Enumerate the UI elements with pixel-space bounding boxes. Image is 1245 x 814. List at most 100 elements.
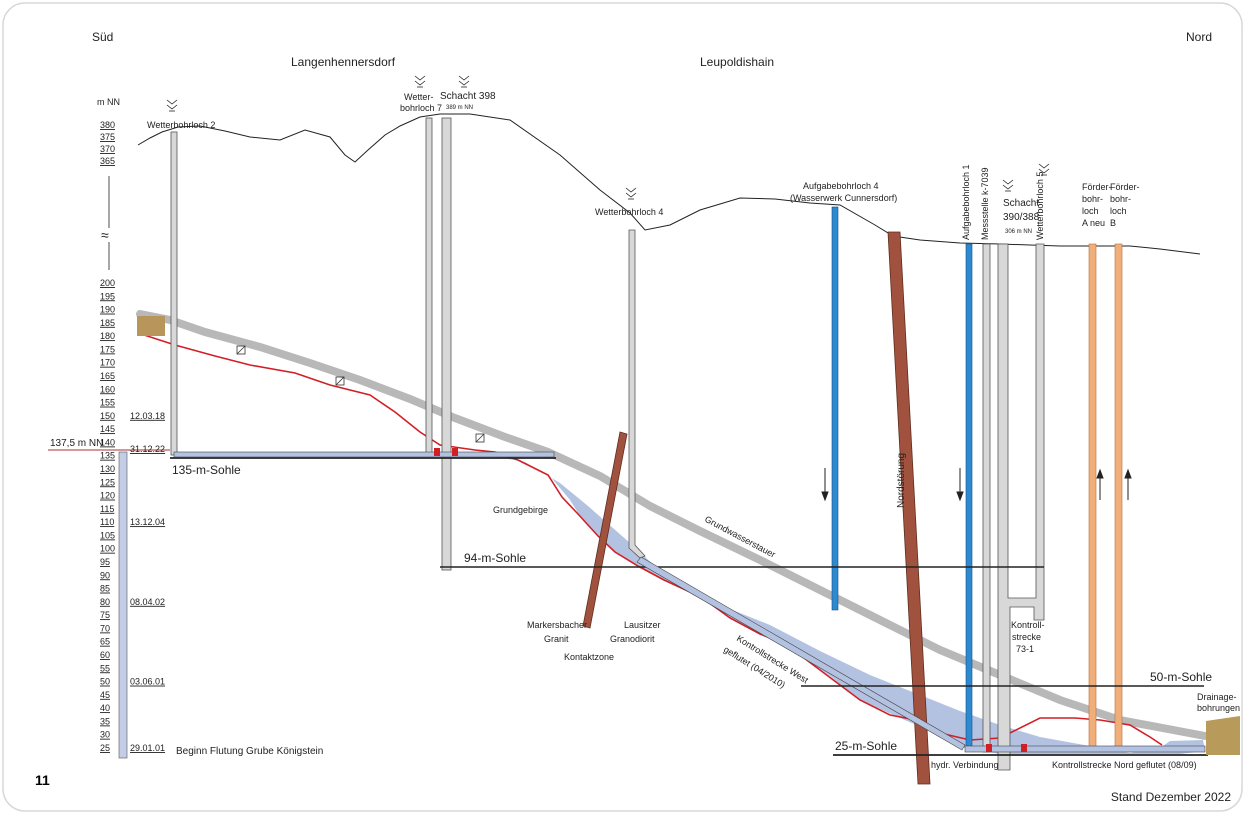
label-wetterbohrloch-2: Wetterbohrloch 2 <box>147 120 215 130</box>
label-aufgabebohrloch-1: Aufgabebohrloch 1 <box>961 164 971 240</box>
flood-date-08.04.02: 08.04.02 <box>130 597 165 607</box>
label-wetterbohrloch-5: Wetterbohrloch 5 <box>1035 172 1045 240</box>
label-kontrollstrecke-73-c: 73-1 <box>1016 644 1034 654</box>
label-grundgebirge: Grundgebirge <box>493 505 548 515</box>
axis-tick-40: 40 <box>100 703 110 713</box>
dam-1 <box>434 448 440 456</box>
wetterbohrloch-4-shaft <box>628 229 646 559</box>
axis-tick-70: 70 <box>100 623 110 633</box>
axis-tick-185: 185 <box>100 318 115 328</box>
flow-arrow-down-2 <box>956 468 964 502</box>
axis-tick-labels: 3803753703652001951901851801751701651601… <box>100 120 115 753</box>
chevron-icon-4 <box>1002 179 1014 192</box>
axis-break-mask <box>100 228 118 242</box>
axis-tick-105: 105 <box>100 530 115 540</box>
label-sohle-94: 94-m-Sohle <box>464 551 526 565</box>
axis-tick-80: 80 <box>100 597 110 607</box>
label-schacht-398: Schacht 398 <box>440 91 496 102</box>
label-nordstoerung: Nordstörung <box>896 453 907 508</box>
axis-tick-35: 35 <box>100 716 110 726</box>
flood-level-gauge <box>118 451 128 759</box>
axis-tick-380: 380 <box>100 120 115 130</box>
chevron-icon-0 <box>166 99 178 112</box>
axis-tick-50: 50 <box>100 677 110 687</box>
foerderbohrloch-b-well <box>1114 243 1123 749</box>
label-schacht-390-b: 390/388 <box>1003 212 1040 223</box>
label-foerderbohrloch-a: Förder-bohr-loch A neu <box>1082 182 1112 228</box>
wetterbohrloch-7-shaft <box>425 117 433 454</box>
axis-tick-170: 170 <box>100 358 115 368</box>
axis-tick-55: 55 <box>100 663 110 673</box>
label-wetterbohrloch-7-b: bohrloch 7 <box>400 103 442 113</box>
label-sohle-135: 135-m-Sohle <box>172 463 241 477</box>
wetterbohrloch-2-shaft <box>170 131 178 456</box>
label-messstelle: Messstelle k-7039 <box>980 167 990 240</box>
foerderA-line-1: bohr- <box>1082 194 1103 204</box>
axis-tick-195: 195 <box>100 291 115 301</box>
flood-date-labels: 12.03.1831.12.2213.12.0408.04.0203.06.01… <box>130 411 165 753</box>
south-label: Süd <box>92 30 113 44</box>
axis-tick-85: 85 <box>100 584 110 594</box>
axis-tick-180: 180 <box>100 331 115 341</box>
label-aufgabebohrloch-4-b: (Wasserwerk Cunnersdorf) <box>790 193 897 203</box>
flood-start-note: Beginn Flutung Grube Königstein <box>176 746 323 757</box>
label-sohle-50: 50-m-Sohle <box>1150 670 1212 684</box>
foerderA-line-3: A neu <box>1082 218 1105 228</box>
axis-tick-30: 30 <box>100 730 110 740</box>
axis-tick-135: 135 <box>100 451 115 461</box>
axis-tick-160: 160 <box>100 384 115 394</box>
axis-tick-175: 175 <box>100 344 115 354</box>
axis-tick-125: 125 <box>100 477 115 487</box>
label-wetterbohrloch-4: Wetterbohrloch 4 <box>595 207 663 217</box>
axis-tick-100: 100 <box>100 544 115 554</box>
aufgabebohrloch-4-well <box>831 206 839 611</box>
nordstoerung-fault <box>887 231 931 785</box>
label-kontrollstrecke-73-b: strecke <box>1012 632 1041 642</box>
foerderB-line-3: B <box>1110 218 1116 228</box>
axis-tick-370: 370 <box>100 144 115 154</box>
sandstone-sample-left <box>137 316 165 336</box>
axis-break-symbol: ≈ <box>101 227 109 243</box>
axis-tick-110: 110 <box>100 517 114 527</box>
flood-date-31.12.22: 31.12.22 <box>130 444 165 454</box>
highlight-level-label: 137,5 m NN <box>50 438 103 449</box>
kontaktzone-fault <box>582 431 628 629</box>
dam-3 <box>986 744 992 752</box>
label-schacht-390-elev: 306 m NN <box>1005 229 1032 235</box>
foerderA-line-0: Förder- <box>1082 182 1112 192</box>
axis-tick-45: 45 <box>100 690 110 700</box>
foerderB-line-2: loch <box>1110 206 1127 216</box>
label-wetterbohrloch-7-a: Wetter- <box>404 92 433 102</box>
chevron-icon-1 <box>414 75 426 88</box>
axis-tick-115: 115 <box>100 504 114 514</box>
schacht-398-shaft <box>441 117 452 571</box>
axis-tick-155: 155 <box>100 398 115 408</box>
foerderB-line-0: Förder- <box>1110 182 1140 192</box>
foerderbohrloch-a-well <box>1088 243 1097 749</box>
aufgabebohrloch-1-well <box>965 243 973 751</box>
axis-tick-65: 65 <box>100 637 110 647</box>
terrain-surface <box>137 113 1201 255</box>
messstelle-shaft <box>982 243 991 753</box>
label-drainage-b: bohrungen <box>1197 703 1240 713</box>
axis-tick-95: 95 <box>100 557 110 567</box>
schacht-390-shaft <box>997 243 1045 771</box>
flow-arrow-up-1 <box>1096 468 1104 500</box>
chevron-icon-5 <box>1038 163 1050 176</box>
label-kontaktzone: Kontaktzone <box>564 652 614 662</box>
kontrollstrecke-west-drift <box>636 556 966 751</box>
axis-tick-200: 200 <box>100 278 115 288</box>
axis-unit-label: m NN <box>97 97 120 107</box>
label-markersbacher-a: Markersbacher <box>527 620 587 630</box>
sandstone-sample-right <box>1206 716 1240 755</box>
flood-date-13.12.04: 13.12.04 <box>130 517 165 527</box>
axis-tick-375: 375 <box>100 132 115 142</box>
foerderA-line-2: loch <box>1082 206 1099 216</box>
box-marker-1 <box>236 345 246 355</box>
label-lausitzer-b: Granodiorit <box>610 634 655 644</box>
dam-4 <box>1021 744 1027 752</box>
flood-date-29.01.01: 29.01.01 <box>130 743 165 753</box>
sohle-135-drift <box>173 451 555 458</box>
